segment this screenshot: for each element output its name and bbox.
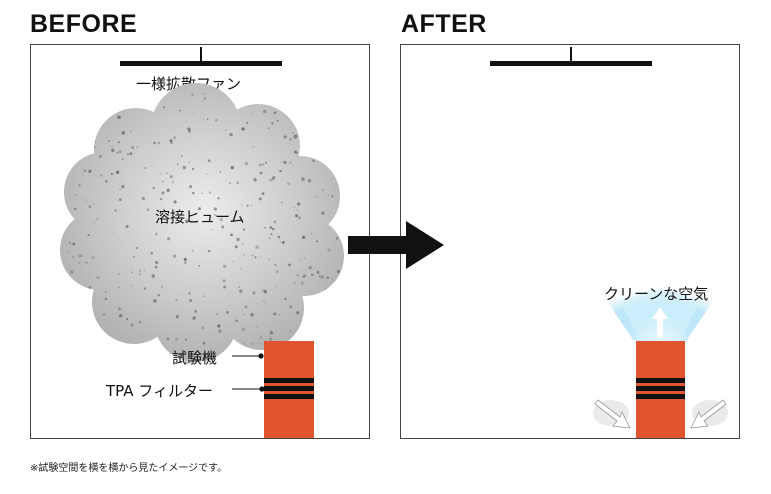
device-pointer	[232, 353, 264, 359]
filter-pointer	[232, 386, 265, 392]
filter-label: TPA フィルター	[106, 382, 213, 400]
after-fan-bar	[490, 61, 652, 66]
before-test-device	[264, 341, 314, 438]
device-label: 試験機	[172, 349, 218, 367]
inflow-arrow-left	[593, 399, 631, 429]
transition-arrow	[348, 221, 444, 269]
before-fan-stem	[200, 47, 202, 61]
inflow-arrow-right	[690, 399, 728, 429]
fume-label: 溶接ヒューム	[155, 208, 245, 226]
clean-air-arrow	[652, 307, 668, 338]
after-heading: AFTER	[401, 10, 487, 38]
footnote: ※試験空間を横を横から見たイメージです。	[30, 463, 228, 474]
clean-air-label: クリーンな空気	[604, 285, 709, 303]
before-fan-bar	[120, 61, 282, 66]
after-test-device	[636, 341, 685, 438]
after-fan-stem	[570, 47, 572, 61]
before-tpa-filter	[264, 378, 314, 399]
before-heading: BEFORE	[30, 10, 138, 38]
after-tpa-filter	[636, 378, 685, 399]
